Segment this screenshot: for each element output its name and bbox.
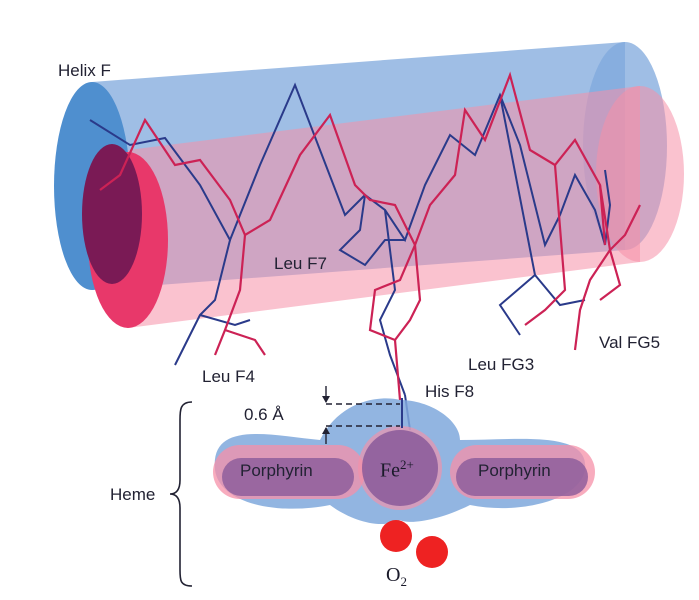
oxygen-symbol: O (386, 564, 401, 586)
deoxy-side-chain (199, 314, 251, 327)
porphyrin-overlap-right (456, 458, 588, 496)
iron-charge: 2+ (400, 457, 414, 472)
oxy-side-chain (599, 249, 622, 301)
oxy-side-chain (368, 244, 417, 401)
oxy-side-chain (524, 164, 567, 326)
iron-symbol: Fe (380, 459, 400, 482)
oxy-backbone (99, 71, 607, 248)
leu-fg3-label: Leu FG3 (468, 355, 535, 374)
oxygen-label: O2 (386, 565, 407, 588)
porphyrin-overlap-left (222, 458, 354, 496)
iron-overlap (362, 430, 438, 506)
oxygen-atom (416, 536, 448, 568)
deoxy-backbone (89, 82, 606, 248)
heme-brace (169, 401, 193, 587)
oxygen-atom (380, 520, 412, 552)
deoxy-side-chain (378, 209, 406, 396)
oxy-side-chain (224, 328, 266, 356)
porphyrin-left-label: Porphyrin (240, 461, 313, 480)
his-f8-label: His F8 (425, 382, 475, 401)
distance-label: 0.6 Å (244, 405, 284, 424)
arrow-up-icon (322, 427, 330, 434)
helix-f-label: Helix F (58, 61, 111, 80)
arrow-down-icon (322, 396, 330, 403)
val-fg5-label: Val FG5 (599, 333, 661, 352)
heme-label: Heme (110, 485, 156, 504)
helix-end-overlap (82, 144, 142, 284)
oxy-side-chain (213, 234, 247, 356)
oxy-side-chain (394, 244, 422, 341)
deoxy-side-chain (534, 274, 586, 307)
oxygen-subscript: 2 (400, 574, 407, 589)
leu-f7-label: Leu F7 (274, 254, 327, 273)
oxy-side-chain (573, 184, 612, 351)
iron-label: Fe2+ (380, 458, 414, 481)
oxy-side-chain (609, 204, 641, 251)
deoxy-side-chain (498, 94, 537, 336)
porphyrin-right-label: Porphyrin (478, 461, 551, 480)
leu-f4-label: Leu F4 (202, 367, 255, 386)
